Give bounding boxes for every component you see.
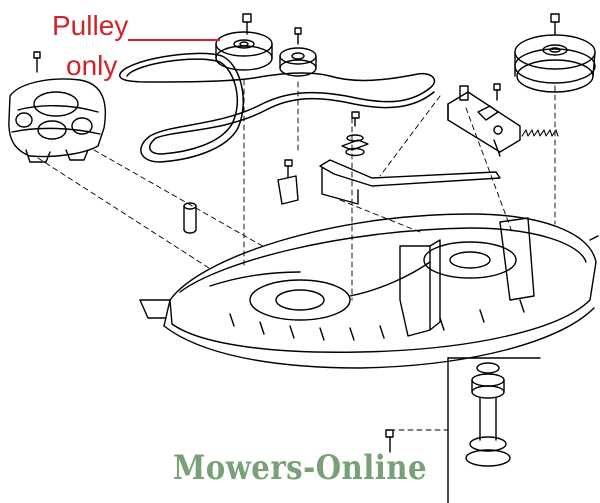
spindle-pulley-right[interactable] xyxy=(515,35,595,92)
explode-lines xyxy=(38,80,555,430)
idler-arm-bracket[interactable] xyxy=(448,86,520,156)
annotation-leader-line xyxy=(128,34,224,46)
annotation-only: only xyxy=(66,50,118,81)
annotation-pulley: Pulley xyxy=(52,10,129,41)
idler-pulley-small[interactable] xyxy=(280,48,316,76)
idler-pulley-large[interactable] xyxy=(216,32,272,70)
mower-deck[interactable] xyxy=(140,214,598,368)
bolt xyxy=(34,14,559,452)
tension-spring[interactable] xyxy=(522,130,558,136)
drive-belt[interactable] xyxy=(120,53,435,162)
pin xyxy=(184,203,196,233)
watermark-text: Mowers-Online xyxy=(172,448,428,488)
spindle-assembly[interactable] xyxy=(448,358,540,503)
idler-rod[interactable] xyxy=(278,135,500,204)
belt-shield[interactable] xyxy=(9,79,105,162)
